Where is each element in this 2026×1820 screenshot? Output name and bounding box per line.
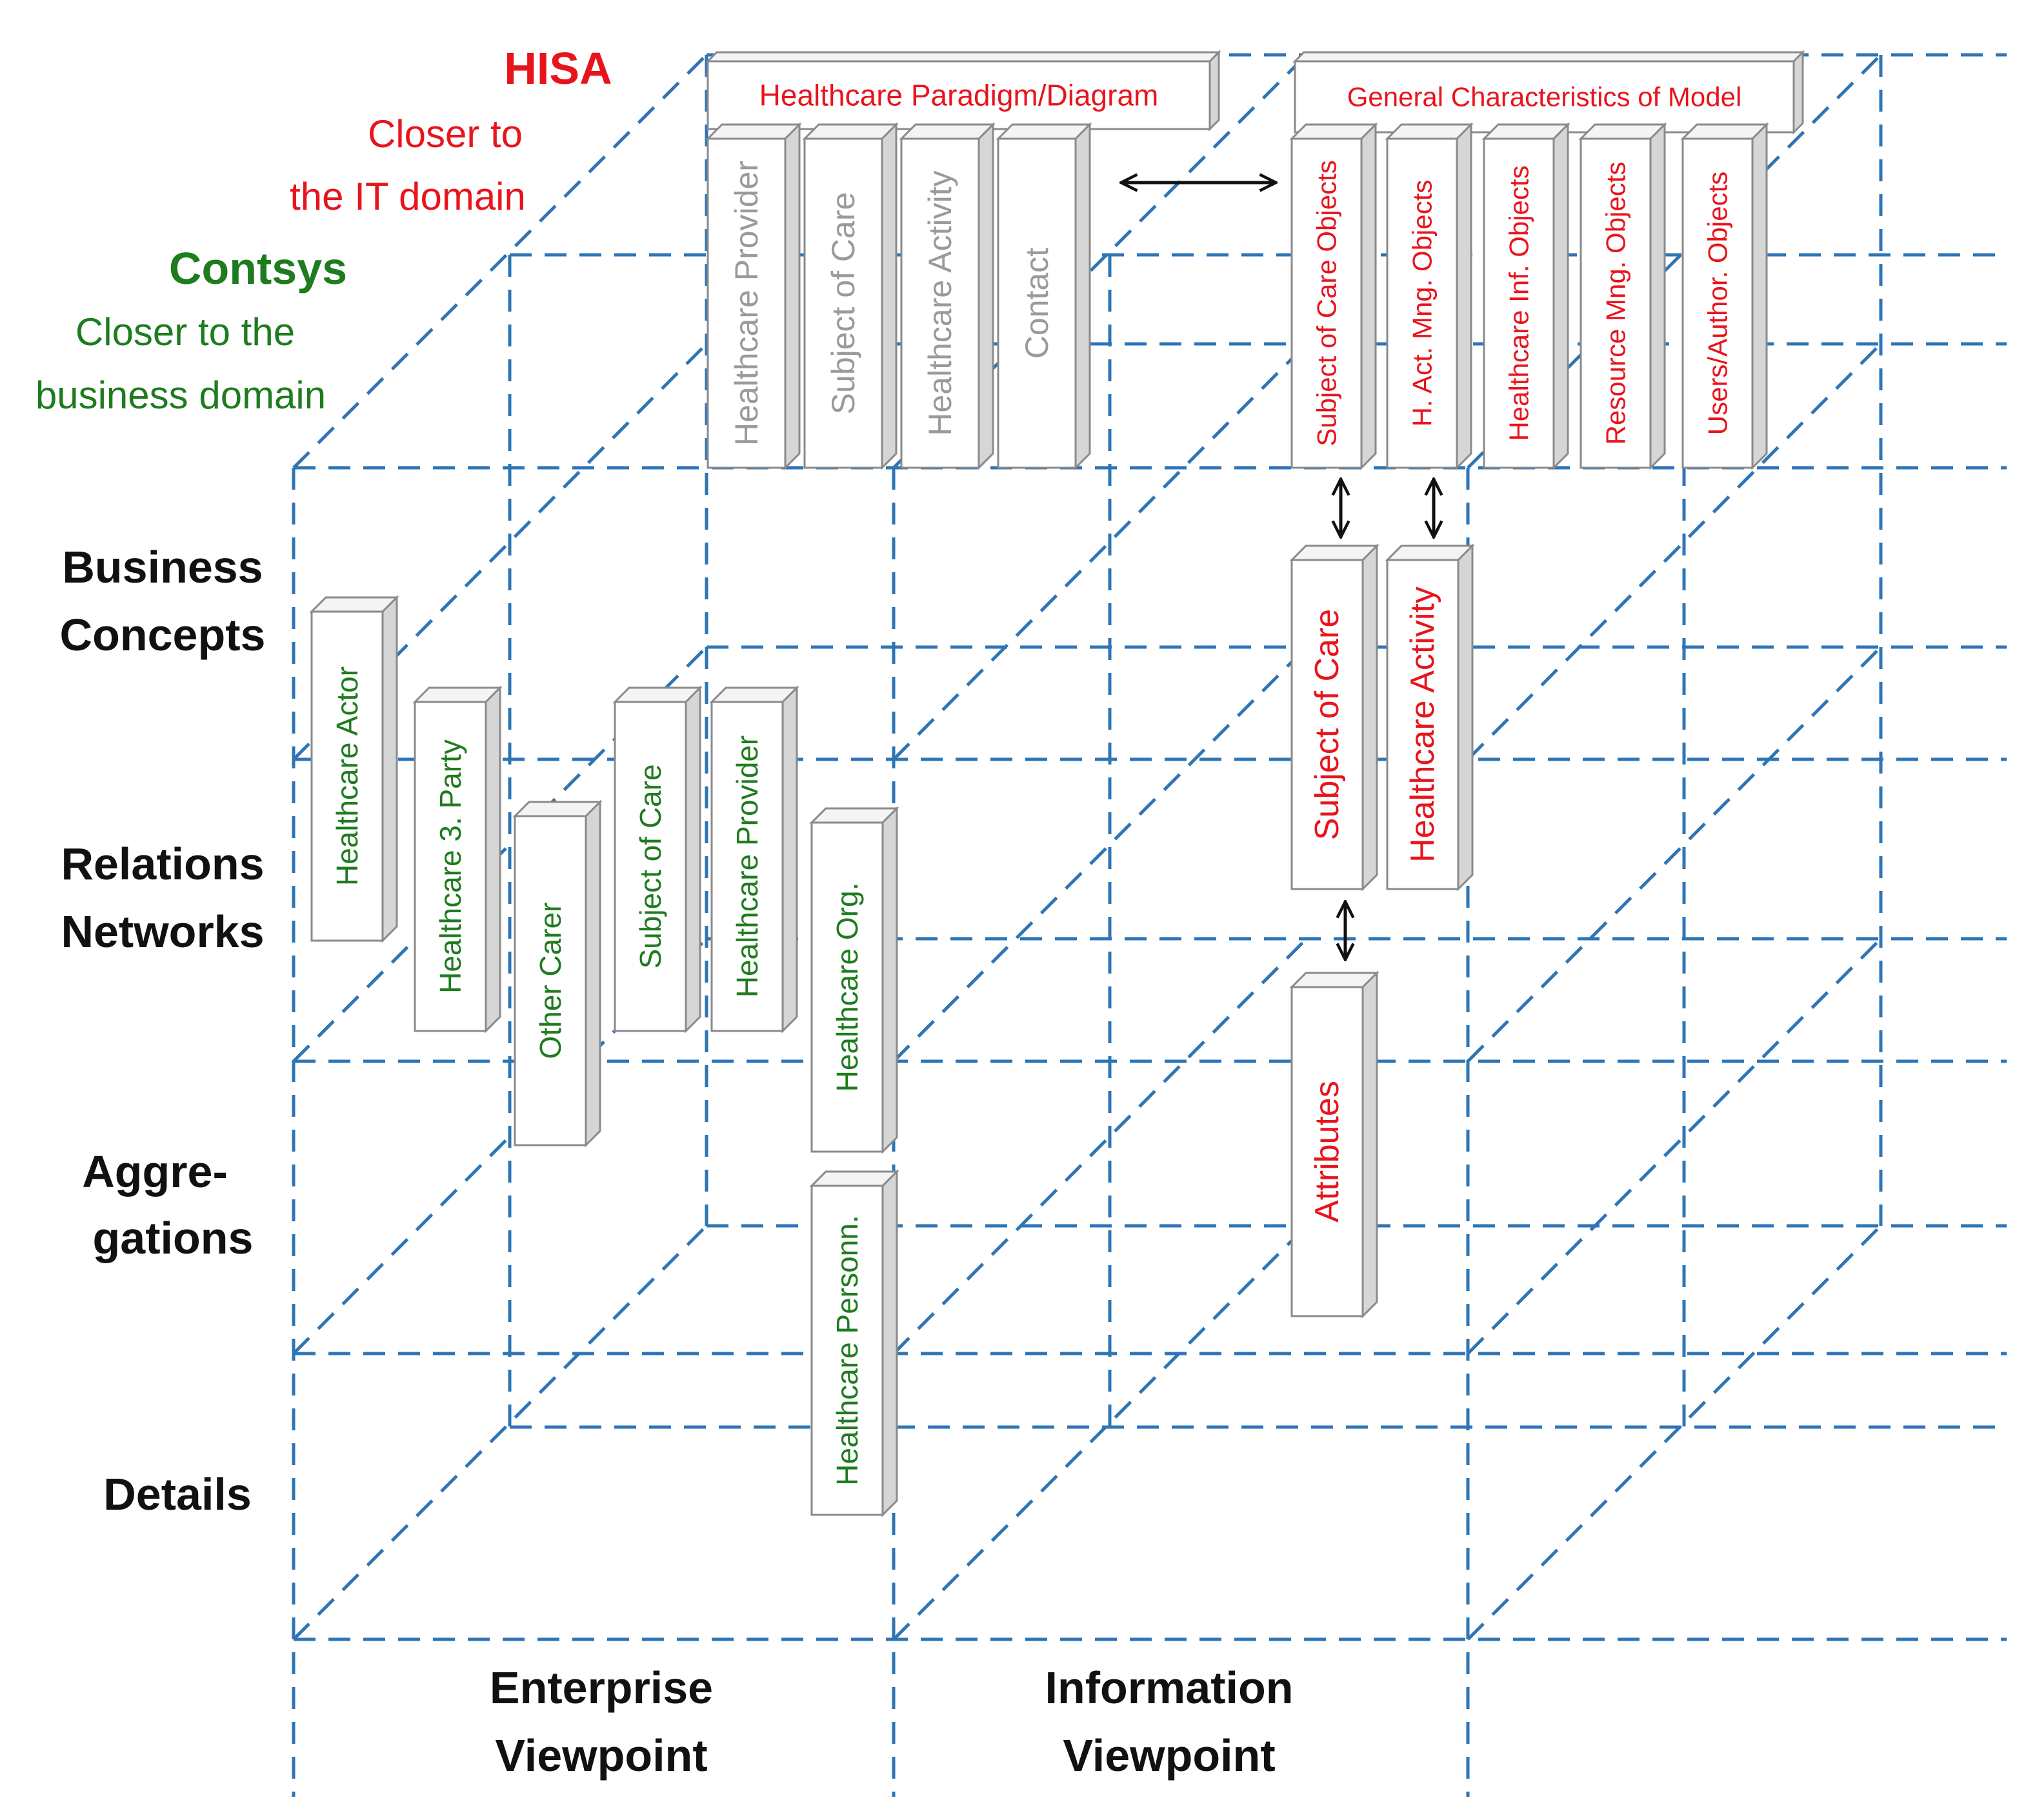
ent-box-other-carer-label: Other Carer	[534, 903, 567, 1059]
ent-box-healthcare-provider: Healthcare Provider	[709, 685, 799, 1034]
contsys-line-1: Closer to the	[75, 310, 295, 354]
general-box-3: Healthcare Inf. Objects	[1481, 122, 1570, 470]
paradigm-box-4-label: Contact	[1019, 248, 1055, 359]
paradigm-box-1-label: Healthcare Provider	[728, 161, 765, 446]
general-box-1-label: Subject of Care Objects	[1312, 160, 1342, 446]
ent-box-healthcare-provider-label: Healthcare Provider	[730, 735, 764, 998]
ent-box-healthcare-actor-label: Healthcare Actor	[330, 666, 364, 886]
ent-box-healthcare-org: Healthcare Org.	[809, 806, 899, 1154]
general-box-5: Users/Author. Objects	[1680, 122, 1769, 470]
paradigm-box-2: Subject of Care	[802, 122, 899, 470]
general-box-2: H. Act. Mng. Objects	[1385, 122, 1474, 470]
row-label-relations-1: Relations	[61, 839, 264, 889]
general-box-4: Resource Mng. Objects	[1578, 122, 1667, 470]
grid-lines	[292, 53, 2007, 1797]
ent-box-subject-of-care-label: Subject of Care	[634, 764, 667, 968]
hisa-line-2: the IT domain	[290, 175, 526, 218]
info-box-healthcare-activity: Healthcare Activity	[1385, 543, 1475, 892]
general-box-1: Subject of Care Objects	[1289, 122, 1378, 470]
general-box-3-label: Healthcare Inf. Objects	[1504, 165, 1534, 441]
header-general: General Characteristics of Model	[1292, 50, 1805, 135]
ent-box-healthcare-3-party: Healthcare 3. Party	[412, 685, 503, 1034]
hisa-title: HISA	[504, 43, 612, 94]
row-label-aggregations-2: gations	[93, 1213, 254, 1263]
info-box-healthcare-activity-label: Healthcare Activity	[1404, 586, 1441, 863]
header-paradigm-label: Healthcare Paradigm/Diagram	[759, 79, 1159, 112]
ent-box-healthcare-personn-label: Healthcare Personn.	[830, 1215, 864, 1485]
header-paradigm: Healthcare Paradigm/Diagram	[705, 50, 1221, 132]
ent-box-other-carer: Other Carer	[512, 799, 603, 1148]
row-label-details: Details	[103, 1469, 252, 1519]
paradigm-box-3-label: Healthcare Activity	[922, 170, 958, 435]
contsys-line-2: business domain	[35, 374, 326, 417]
paradigm-box-3: Healthcare Activity	[899, 122, 996, 470]
ent-box-healthcare-actor: Healthcare Actor	[309, 595, 399, 943]
paradigm-box-1: Healthcare Provider	[705, 122, 802, 470]
ent-box-healthcare-3-party-label: Healthcare 3. Party	[434, 739, 467, 994]
column-label-information-1: Information	[1045, 1663, 1294, 1713]
column-label-information-2: Viewpoint	[1063, 1730, 1275, 1781]
annotations: HISA Closer to the IT domain Contsys Clo…	[35, 43, 612, 417]
concept-boxes: Healthcare Paradigm/Diagram General Chara…	[309, 50, 1805, 1517]
row-label-aggregations-1: Aggre-	[82, 1146, 228, 1197]
row-label-relations-2: Networks	[61, 906, 264, 957]
row-label-business-1: Business	[62, 542, 263, 592]
row-label-business-2: Concepts	[60, 610, 266, 660]
header-general-label: General Characteristics of Model	[1347, 82, 1742, 112]
ent-box-healthcare-org-label: Healthcare Org.	[830, 883, 864, 1092]
info-box-subject-of-care: Subject of Care	[1289, 543, 1379, 892]
paradigm-box-4: Contact	[996, 122, 1092, 470]
hisa-line-1: Closer to	[368, 112, 523, 155]
general-box-2-label: H. Act. Mng. Objects	[1407, 180, 1438, 427]
info-box-attributes-label: Attributes	[1309, 1081, 1346, 1223]
general-box-4-label: Resource Mng. Objects	[1601, 162, 1631, 445]
info-box-attributes: Attributes	[1289, 970, 1379, 1319]
paradigm-box-2-label: Subject of Care	[825, 192, 861, 415]
general-box-5-label: Users/Author. Objects	[1703, 172, 1733, 435]
column-labels: Enterprise Viewpoint Information Viewpoi…	[490, 1663, 1294, 1781]
column-label-enterprise-2: Viewpoint	[495, 1730, 707, 1781]
ent-box-healthcare-personn: Healthcare Personn.	[809, 1169, 899, 1517]
column-label-enterprise-1: Enterprise	[490, 1663, 713, 1713]
arrows	[1123, 183, 1434, 958]
info-box-subject-of-care-label: Subject of Care	[1309, 609, 1346, 840]
contsys-title: Contsys	[169, 243, 347, 294]
ent-box-subject-of-care: Subject of Care	[612, 685, 703, 1034]
row-labels: Business Concepts Relations Networks Agg…	[60, 542, 266, 1519]
